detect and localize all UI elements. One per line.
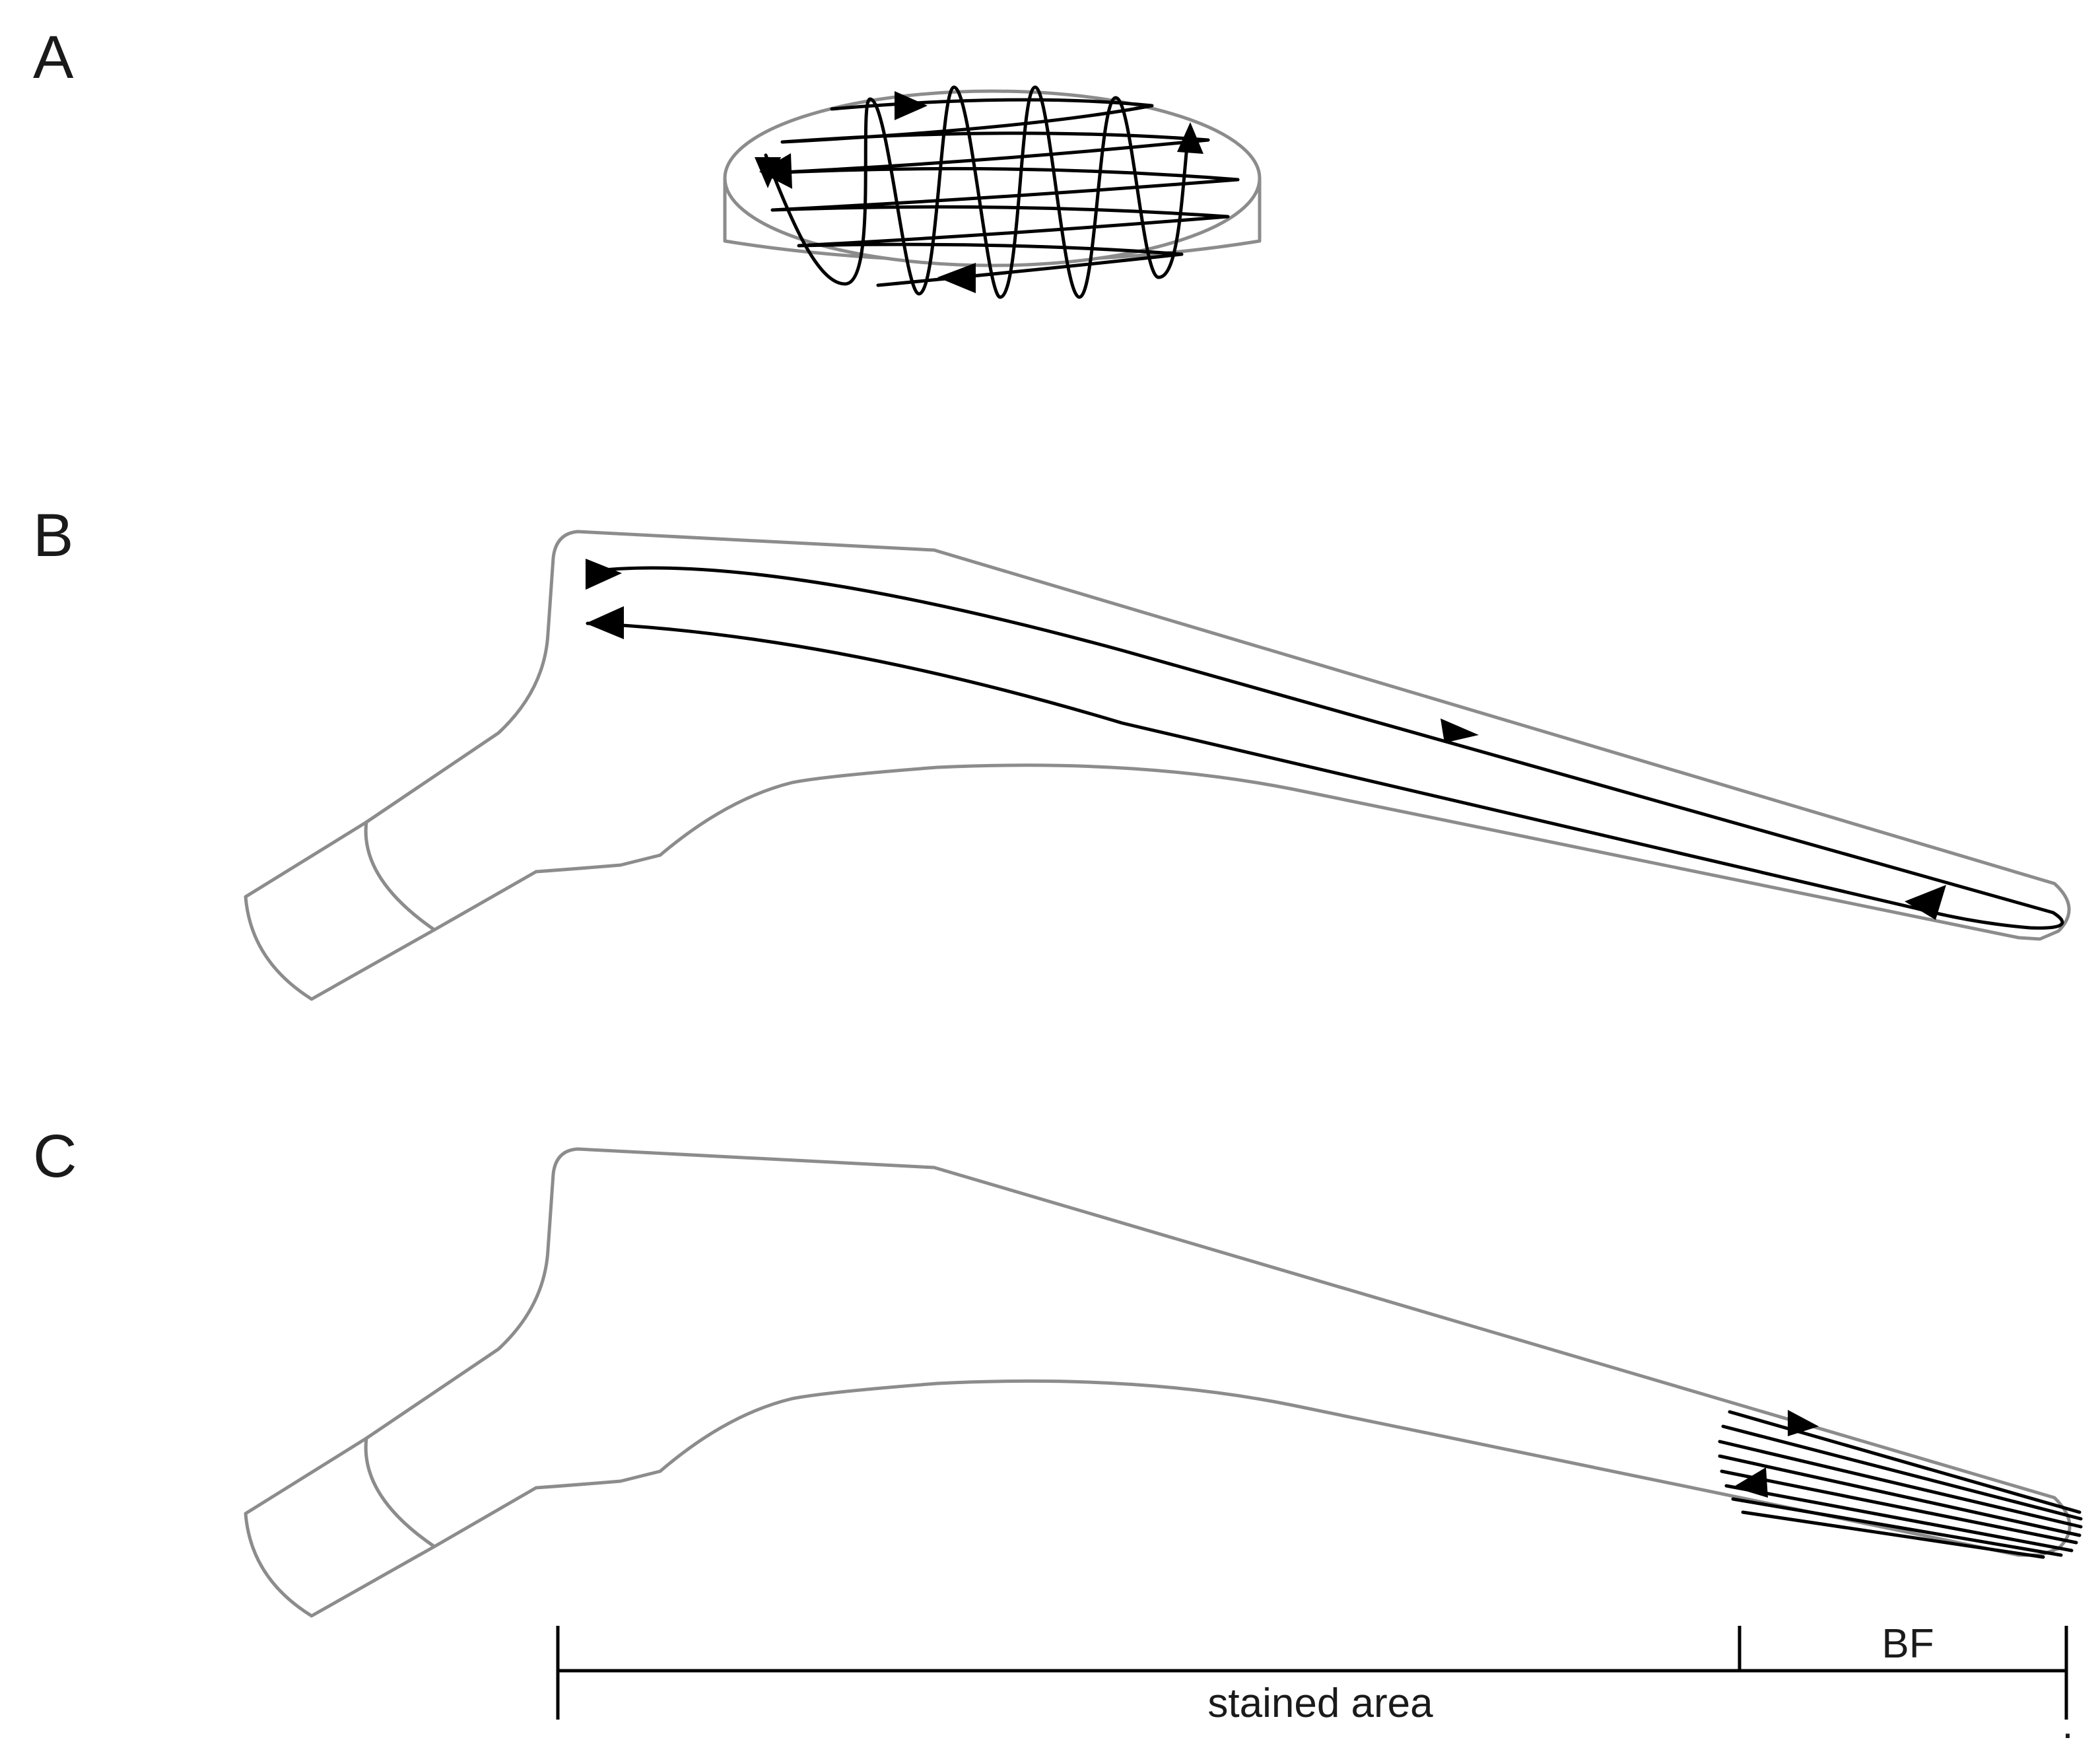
scan-arrow-b-top [586, 559, 622, 590]
scan-arrow-right [895, 91, 928, 120]
scan-arrow-left-bottom [937, 263, 976, 293]
scan-arrow-b-tip [1905, 885, 1946, 920]
scan-arrow-b-return [586, 606, 624, 639]
stem-implant-b [244, 530, 2071, 1001]
scan-arrow-c-bottom [1733, 1467, 1768, 1498]
scale-bar: stained area BF . [556, 1621, 2074, 1744]
panel-label-a: A [33, 24, 74, 91]
vertical-scan-path [764, 85, 1190, 299]
scan-arrow-b-mid [1440, 718, 1479, 743]
disc-specimen [723, 85, 1262, 299]
disc-top [723, 89, 1262, 267]
scan-arrow-c-top [1788, 1410, 1819, 1436]
scan-arrow-up [1177, 122, 1203, 154]
scan-arrow-left-top [759, 153, 792, 189]
bf-label: BF [1881, 1621, 1934, 1667]
stem-body-c [364, 1147, 2072, 1557]
panel-label-b: B [33, 502, 73, 569]
stem-body-b [364, 530, 2071, 941]
scan-loop-b [586, 566, 2064, 930]
scan-arrow-down [755, 157, 781, 188]
stem-implant-c [244, 1147, 2083, 1618]
trailing-dot: . [2062, 1702, 2073, 1744]
panel-label-c: C [33, 1123, 77, 1190]
stained-area-label: stained area [1207, 1681, 1433, 1726]
horizontal-scan-path [767, 98, 1240, 287]
